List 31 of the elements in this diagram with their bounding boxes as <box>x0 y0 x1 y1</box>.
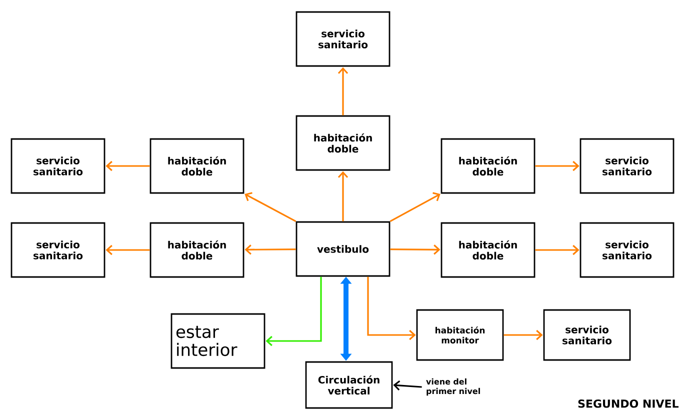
room-box: servicio sanitario <box>10 222 106 278</box>
level-title: SEGUNDO NIVEL <box>578 400 678 408</box>
arrow <box>535 244 580 256</box>
room-box: habitación doble <box>440 138 536 194</box>
arrow <box>106 160 150 172</box>
arrow <box>338 171 348 222</box>
arrow <box>390 244 440 255</box>
arrow <box>367 276 416 340</box>
arrow <box>266 276 322 346</box>
room-box: habitación doble <box>296 115 390 171</box>
room-box: habitación doble <box>150 222 244 278</box>
room-box: servicio sanitario <box>10 138 106 194</box>
room-box: habitación doble <box>440 222 536 278</box>
arrow <box>390 192 440 222</box>
room-box: habitación doble <box>150 138 244 194</box>
arrow <box>504 330 543 340</box>
room-box: habitación monitor <box>416 309 504 361</box>
arrow <box>338 67 348 116</box>
arrow <box>106 244 150 256</box>
arrow <box>393 380 422 391</box>
arrow <box>244 192 296 222</box>
room-box: Circulación vertical <box>305 361 393 409</box>
room-box: vestibulo <box>296 221 390 277</box>
arrow <box>244 244 296 255</box>
room-box: servicio sanitario <box>580 222 674 278</box>
room-box: servicio sanitario <box>580 138 674 194</box>
note-text: viene del primer nivel <box>426 378 480 396</box>
room-box: estar interior <box>170 313 266 369</box>
room-box: servicio sanitario <box>543 309 631 361</box>
room-box: servicio sanitario <box>296 11 390 67</box>
arrow <box>535 160 580 172</box>
